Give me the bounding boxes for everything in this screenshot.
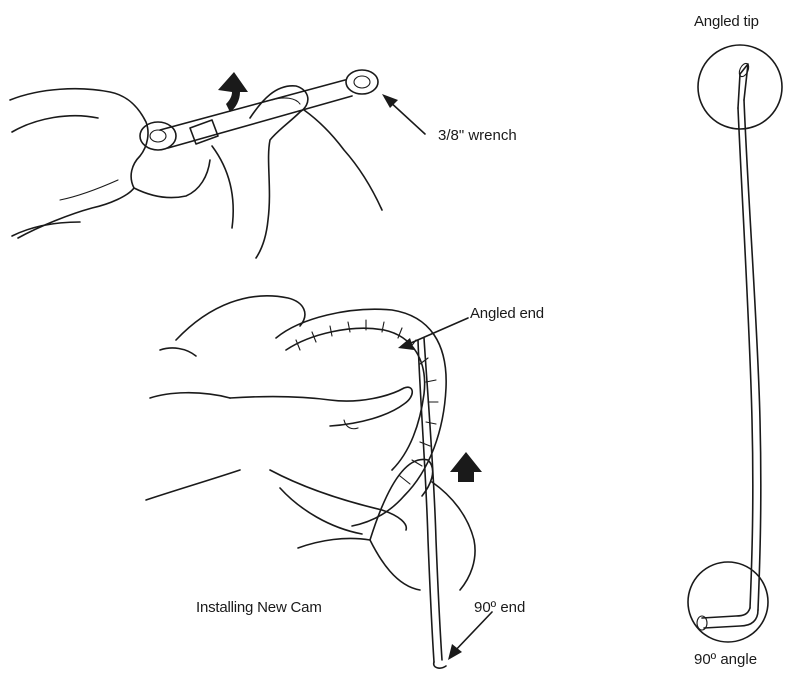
angled-tip-label: Angled tip (694, 14, 759, 29)
up-arrow-icon (218, 72, 248, 112)
angled-end-label: Angled end (470, 306, 544, 321)
ninety-end-label: 90º end (474, 600, 525, 615)
wrench-pointer-arrow (382, 94, 425, 134)
angled-end-pointer-arrow (398, 318, 468, 350)
ninety-angle-label: 90º angle (694, 652, 757, 667)
wrench-illustration (10, 70, 382, 258)
ninety-end-pointer-arrow (448, 612, 492, 660)
wrench-label: 3/8" wrench (438, 128, 517, 143)
tool-rod-illustration (688, 45, 782, 642)
installing-new-cam-label: Installing New Cam (196, 600, 322, 615)
